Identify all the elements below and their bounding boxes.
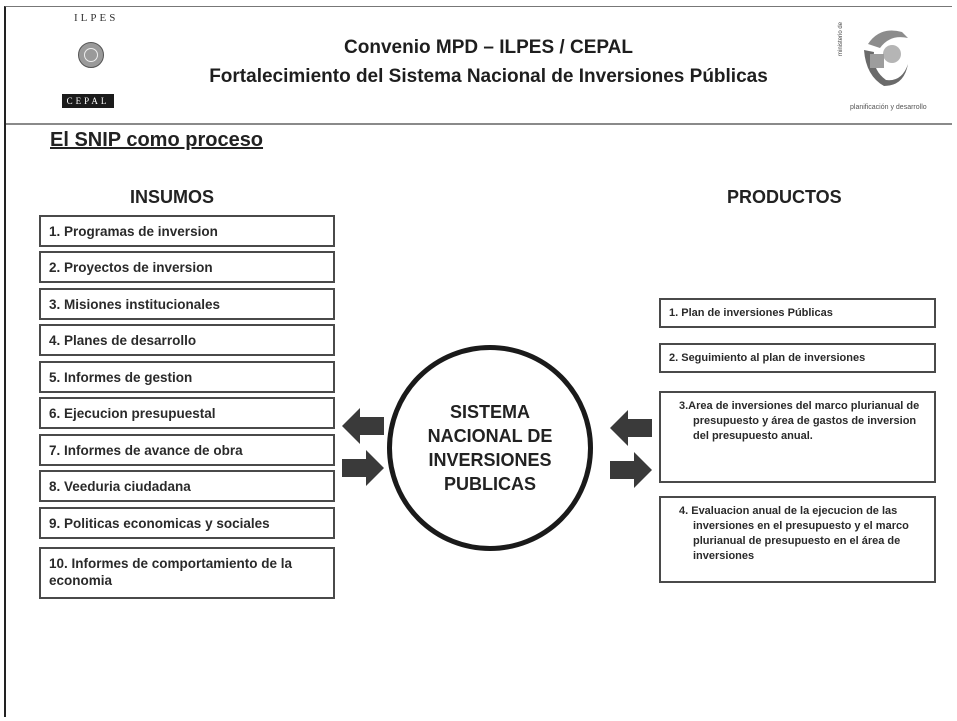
ilpes-logo-text: ILPES <box>74 12 119 24</box>
arrow-left-icon <box>342 408 384 444</box>
input-item: 2. Proyectos de inversion <box>39 251 335 283</box>
inputs-heading: INSUMOS <box>130 187 215 207</box>
input-item: 7. Informes de avance de obra <box>39 434 335 466</box>
snip-label-line: NACIONAL DE <box>427 426 553 446</box>
snip-label: SISTEMA NACIONAL DE INVERSIONES PUBLICAS <box>410 400 570 496</box>
snip-circle: SISTEMA NACIONAL DE INVERSIONES PUBLICAS <box>387 345 593 551</box>
ministry-logo-icon <box>864 30 908 86</box>
arrow-right-icon <box>610 452 652 488</box>
snip-label-line: PUBLICAS <box>443 474 536 494</box>
output-item-text: 3.Area de inversiones del marco plurianu… <box>679 400 920 442</box>
input-item: 5. Informes de gestion <box>39 361 335 393</box>
arrow-left-icon <box>610 410 652 446</box>
slide-frame <box>4 6 952 717</box>
input-item: 9. Politicas economicas y sociales <box>39 507 335 539</box>
header-divider <box>6 123 952 125</box>
snip-label-line: INVERSIONES <box>428 450 552 470</box>
output-item: 3.Area de inversiones del marco plurianu… <box>659 391 936 483</box>
cepal-logo-text: CEPAL <box>62 94 114 108</box>
output-item-text: 4. Evaluacion anual de la ejecucion de l… <box>679 505 909 562</box>
input-item: 4. Planes de desarrollo <box>39 324 335 356</box>
outputs-heading: PRODUCTOS <box>727 187 842 207</box>
input-item: 8. Veeduria ciudadana <box>39 470 335 502</box>
output-item: 4. Evaluacion anual de la ejecucion de l… <box>659 496 936 583</box>
ministry-caption: planificación y desarrollo <box>850 104 927 111</box>
output-item: 2. Seguimiento al plan de inversiones <box>659 343 936 373</box>
ilpes-cepal-logo: ILPES CEPAL <box>60 12 140 112</box>
section-title: El SNIP como proceso <box>50 129 264 151</box>
arrow-right-icon <box>342 450 384 486</box>
slide-title-line1: Convenio MPD – ILPES / CEPAL <box>344 37 633 58</box>
un-emblem-icon <box>78 42 104 68</box>
ministry-logo: ministerio de planificación y desarrollo <box>830 18 950 118</box>
input-item: 1. Programas de inversion <box>39 215 335 247</box>
snip-label-line: SISTEMA <box>449 402 530 422</box>
output-item: 1. Plan de inversiones Públicas <box>659 298 936 328</box>
slide-title-line2: Fortalecimiento del Sistema Nacional de … <box>209 66 768 87</box>
input-item: 6. Ejecucion presupuestal <box>39 397 335 429</box>
input-item: 3. Misiones institucionales <box>39 288 335 320</box>
input-item: 10. Informes de comportamiento de la eco… <box>39 547 335 599</box>
